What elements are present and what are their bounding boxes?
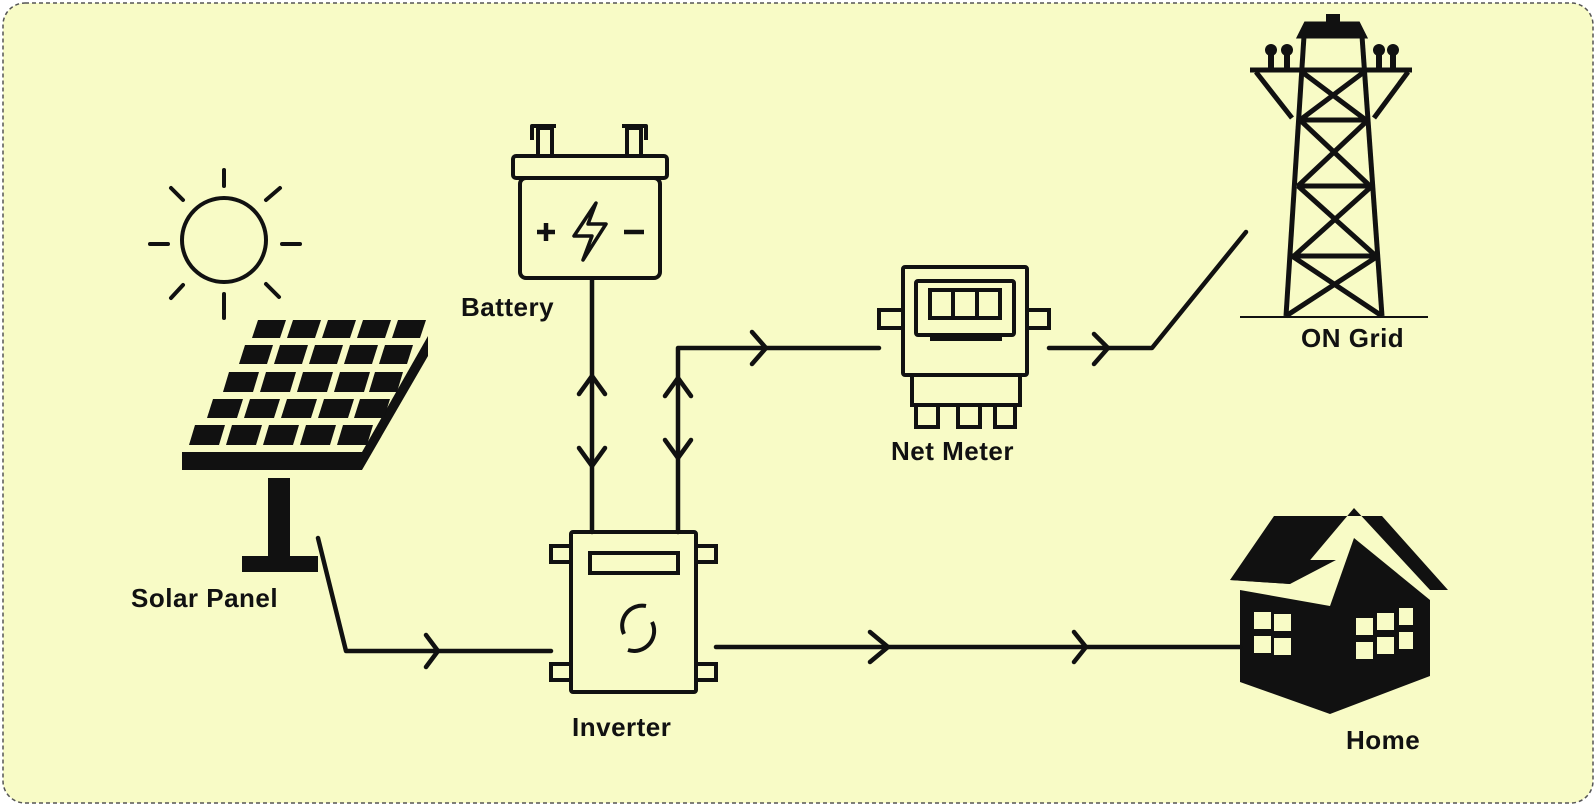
on-grid-label: ON Grid (1301, 323, 1405, 353)
flow-arrow-icon (1091, 331, 1111, 367)
flow-arrow-icon (423, 632, 441, 670)
flow-arrow-icon (749, 329, 769, 367)
flow-arrow-icon (576, 445, 608, 469)
flow-arrow-icon (662, 437, 694, 461)
inverter-label: Inverter (572, 712, 672, 742)
transmission-tower-icon (1240, 14, 1428, 319)
wire-inverter-netmeter (675, 345, 882, 535)
flow-arrow-icon (1071, 629, 1089, 665)
flow-arrow-icon (576, 373, 608, 397)
sun-icon (148, 168, 302, 320)
wire-netmeter-grid (1046, 229, 1249, 351)
home-label: Home (1346, 725, 1421, 755)
flow-arrow-icon (867, 629, 891, 665)
house-icon (1230, 508, 1448, 714)
net-meter-icon (877, 265, 1051, 429)
wire-solar-inverter (315, 535, 554, 654)
flow-arrow-icon (662, 375, 694, 399)
battery-icon (511, 124, 669, 280)
wires (315, 229, 1249, 654)
solar-panel-label: Solar Panel (131, 583, 279, 613)
inverter-icon (549, 530, 718, 694)
battery-label: Battery (461, 292, 555, 322)
solar-panel-icon (182, 320, 428, 572)
net-meter-label: Net Meter (891, 436, 1014, 466)
